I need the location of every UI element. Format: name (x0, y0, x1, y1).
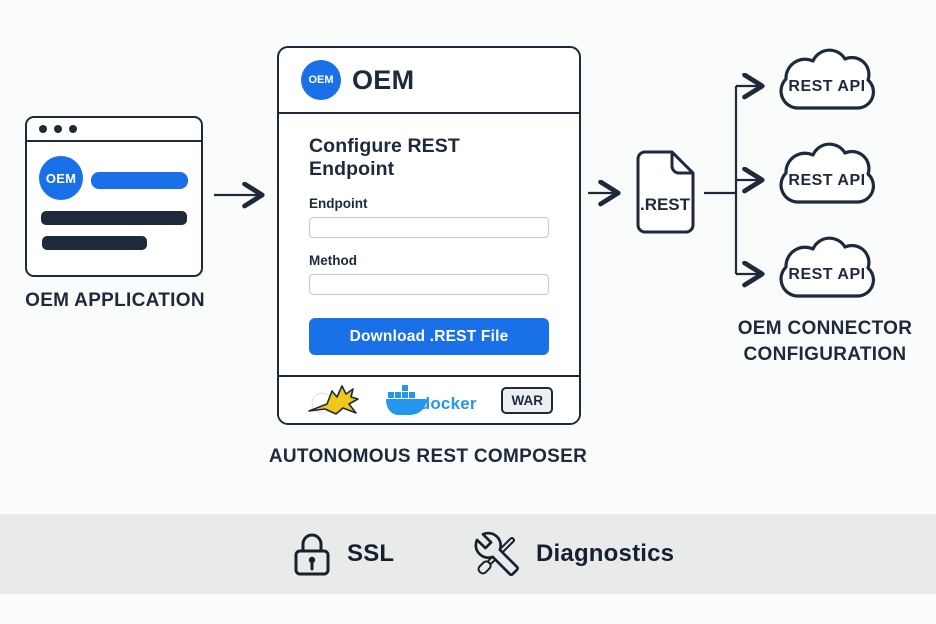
window-dot-icon (69, 125, 77, 133)
ssl-feature: SSL (292, 514, 394, 594)
composer-header: OEM OEM (279, 48, 579, 114)
docker-whale-icon (385, 385, 427, 415)
rest-api-label: REST API (788, 266, 865, 283)
oem-application-window: OEM (25, 116, 203, 277)
wrench-screwdriver-icon (474, 531, 520, 577)
diagnostics-feature: Diagnostics (474, 514, 674, 594)
composer-panel: OEM OEM Configure REST Endpoint Endpoint… (277, 46, 581, 425)
oem-logo-text: OEM (45, 170, 77, 186)
rest-api-cloud: REST API (779, 48, 876, 110)
method-input[interactable] (309, 274, 549, 295)
oem-logo-badge: OEM (301, 60, 341, 100)
connector-configuration-caption: OEM CONNECTOR CONFIGURATION (737, 318, 913, 365)
rest-api-label: REST API (788, 172, 865, 189)
war-file-icon: WAR (501, 386, 553, 414)
tomcat-icon (308, 385, 359, 415)
composer-caption: AUTONOMOUS REST COMPOSER (268, 446, 588, 467)
feature-strip: SSL Diagnostics (0, 514, 936, 594)
window-dot-icon (39, 125, 47, 133)
download-rest-file-button[interactable]: Download .REST File (309, 318, 549, 355)
composer-heading: Configure REST Endpoint (309, 135, 460, 180)
window-content: OEM (27, 142, 201, 275)
content-bar-dark (42, 236, 147, 250)
rest-api-cloud: REST API (779, 142, 876, 204)
oem-application-caption: OEM APPLICATION (25, 290, 205, 311)
endpoint-input[interactable] (309, 217, 549, 238)
diagnostics-label: Diagnostics (536, 540, 675, 567)
lock-icon (294, 533, 330, 576)
endpoint-label: Endpoint (309, 196, 368, 211)
rest-file-icon: .REST (636, 150, 695, 234)
rest-api-label: REST API (788, 78, 865, 95)
docker-wordmark: docker (419, 394, 477, 413)
composer-brand: OEM (352, 64, 415, 95)
deploy-targets-bar: docker WAR (279, 375, 579, 423)
docker-logo: docker (384, 384, 477, 416)
rest-api-cloud: REST API (779, 236, 876, 298)
oem-logo-text: OEM (308, 74, 334, 86)
method-label: Method (309, 253, 357, 268)
content-bar-blue (91, 172, 188, 189)
content-bar-dark (41, 211, 187, 225)
window-titlebar (27, 118, 201, 142)
composer-body: Configure REST Endpoint Endpoint Method … (279, 135, 579, 355)
ssl-label: SSL (347, 540, 395, 567)
window-dot-icon (54, 125, 62, 133)
oem-logo-badge: OEM (39, 156, 83, 200)
rest-file-label: .REST (640, 195, 691, 214)
